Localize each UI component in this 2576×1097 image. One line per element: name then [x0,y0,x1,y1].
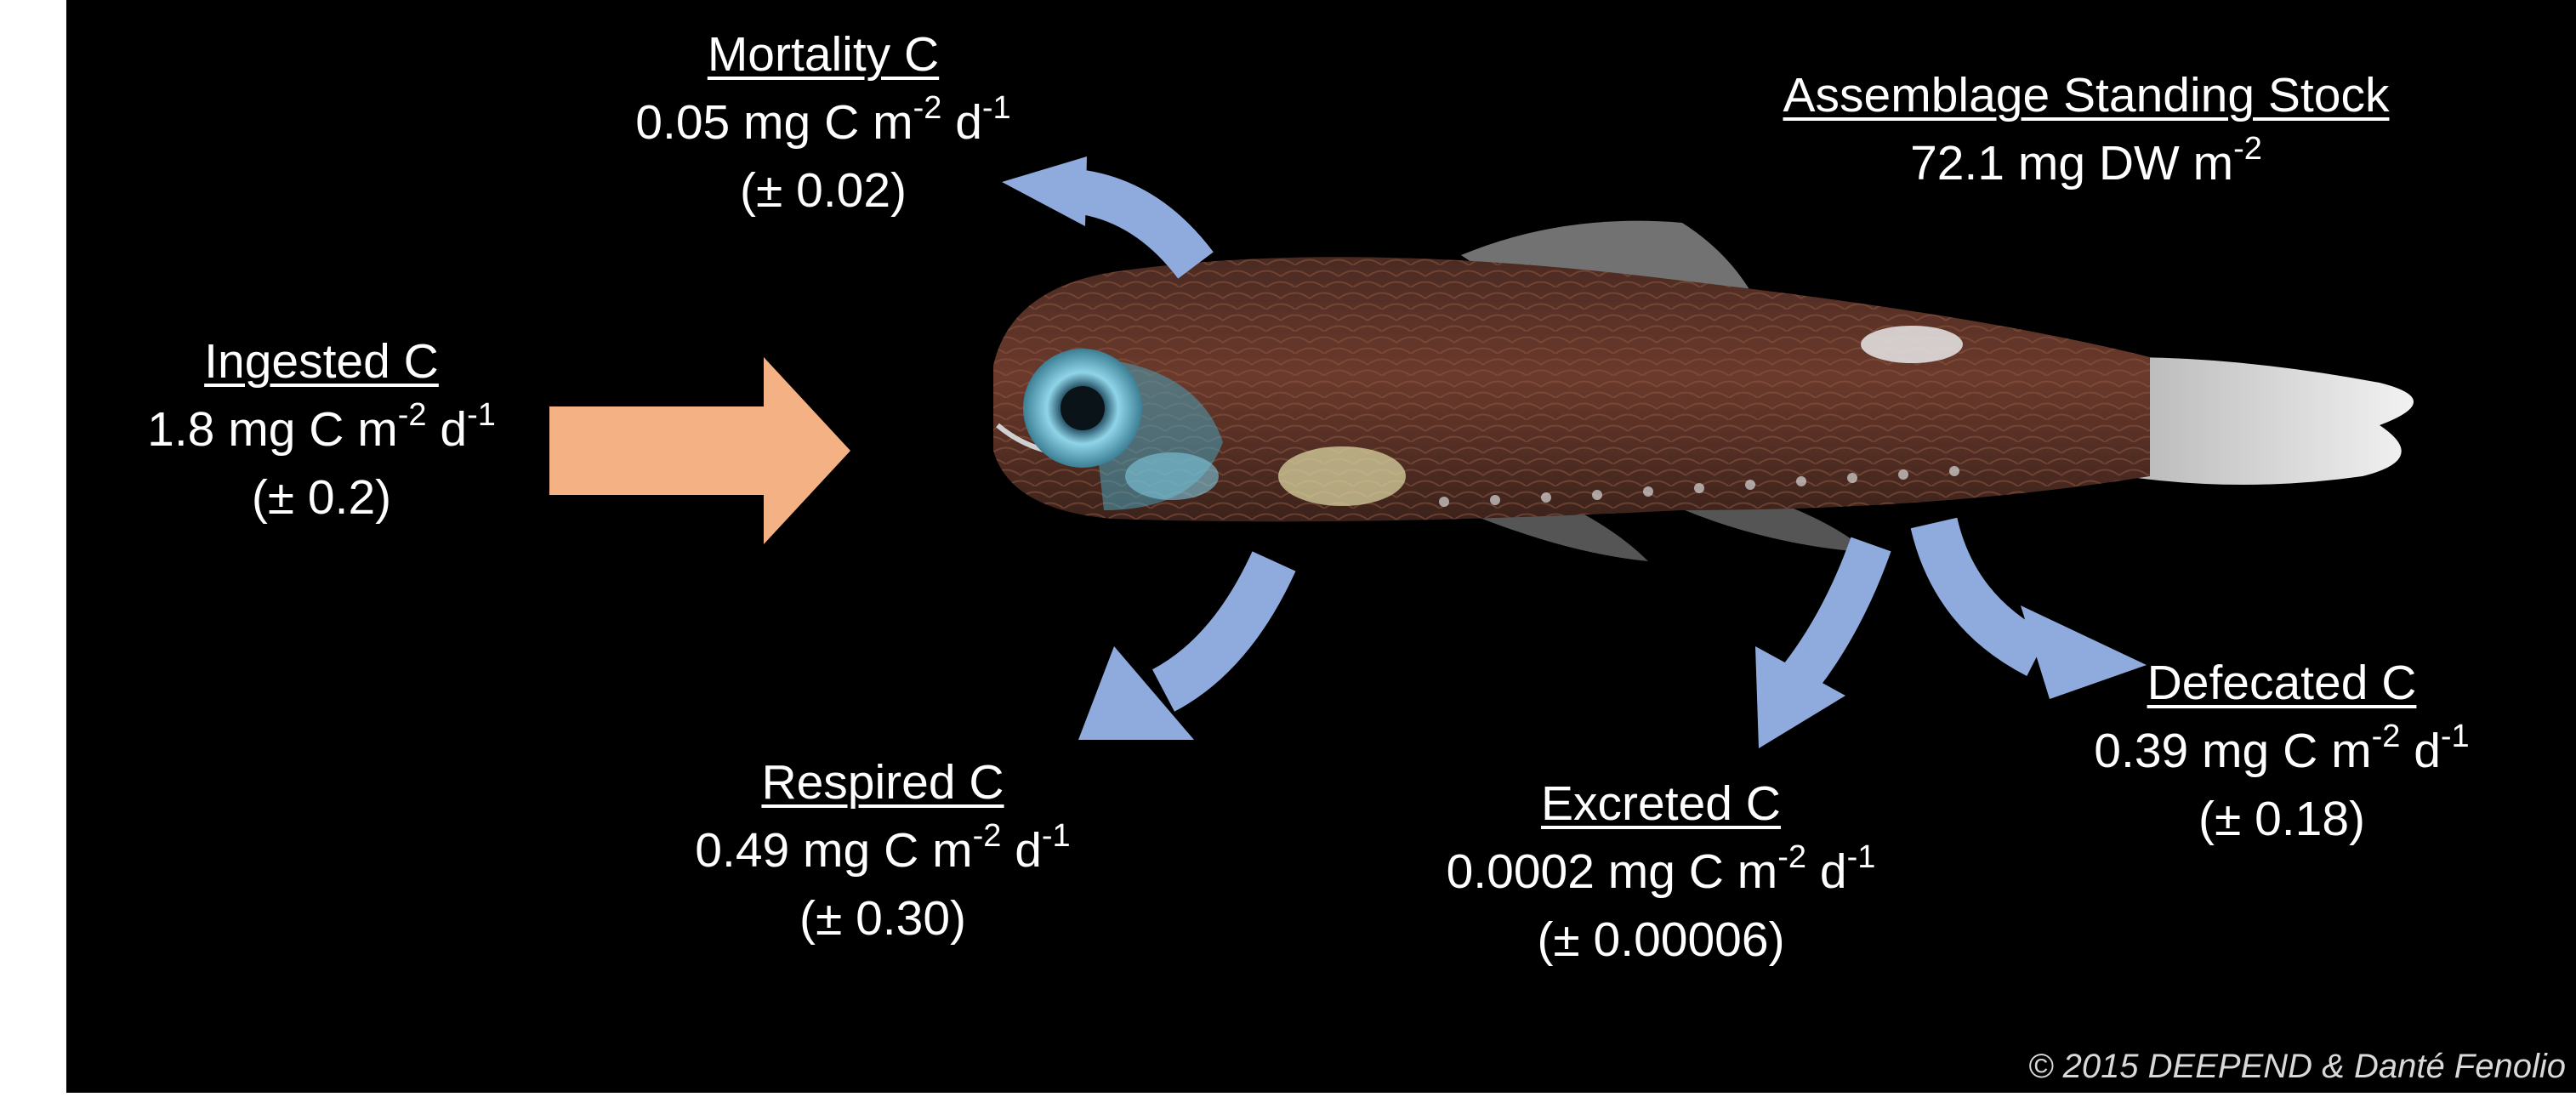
excreted-arrow [1755,537,1891,748]
defecated-title: Defecated C [2147,656,2417,710]
ingested-value: 1.8 mg C m-2 d-1 [147,397,496,457]
photo-credit: © 2015 DEEPEND & Danté Fenolio [2027,1048,2566,1085]
excreted-error: (± 0.00006) [1537,912,1785,967]
defecated-error: (± 0.18) [2198,792,2366,846]
excreted-title: Excreted C [1541,776,1781,831]
excreted-value: 0.0002 mg C m-2 d-1 [1446,839,1876,899]
tail-fin [2124,357,2414,485]
diagram-canvas: Mortality C 0.05 mg C m-2 d-1 (± 0.02) A… [66,0,2576,1093]
excreted-label: Excreted C 0.0002 mg C m-2 d-1 (± 0.0000… [1397,770,1925,974]
mortality-title: Mortality C [707,27,940,82]
defecated-value: 0.39 mg C m-2 d-1 [2094,719,2470,778]
respired-arrow [1078,551,1296,740]
diagram-graphics [549,156,2414,748]
mortality-arrow [1002,156,1214,279]
respired-title: Respired C [761,755,1004,810]
ingested-title: Ingested C [204,334,439,389]
ingested-arrow [549,357,850,544]
mortality-label: Mortality C 0.05 mg C m-2 d-1 (± 0.02) [598,20,1049,225]
standing-stock-title: Assemblage Standing Stock [1783,68,2390,122]
mortality-value: 0.05 mg C m-2 d-1 [635,90,1011,150]
ingested-error: (± 0.2) [251,470,392,525]
caudal-patch [1861,326,1963,363]
respired-error: (± 0.30) [799,891,967,946]
mortality-error: (± 0.02) [739,163,907,218]
defecated-arrow [1910,517,2147,699]
ingested-label: Ingested C 1.8 mg C m-2 d-1 (± 0.2) [117,327,526,531]
standing-stock-value: 72.1 mg DW m-2 [1910,131,2262,190]
standing-stock-label: Assemblage Standing Stock 72.1 mg DW m-2 [1703,61,2469,197]
respired-label: Respired C 0.49 mg C m-2 d-1 (± 0.30) [653,748,1112,952]
respired-value: 0.49 mg C m-2 d-1 [695,818,1071,878]
lanternfish-image [993,220,2414,561]
defecated-label: Defecated C 0.39 mg C m-2 d-1 (± 0.18) [2044,649,2520,853]
